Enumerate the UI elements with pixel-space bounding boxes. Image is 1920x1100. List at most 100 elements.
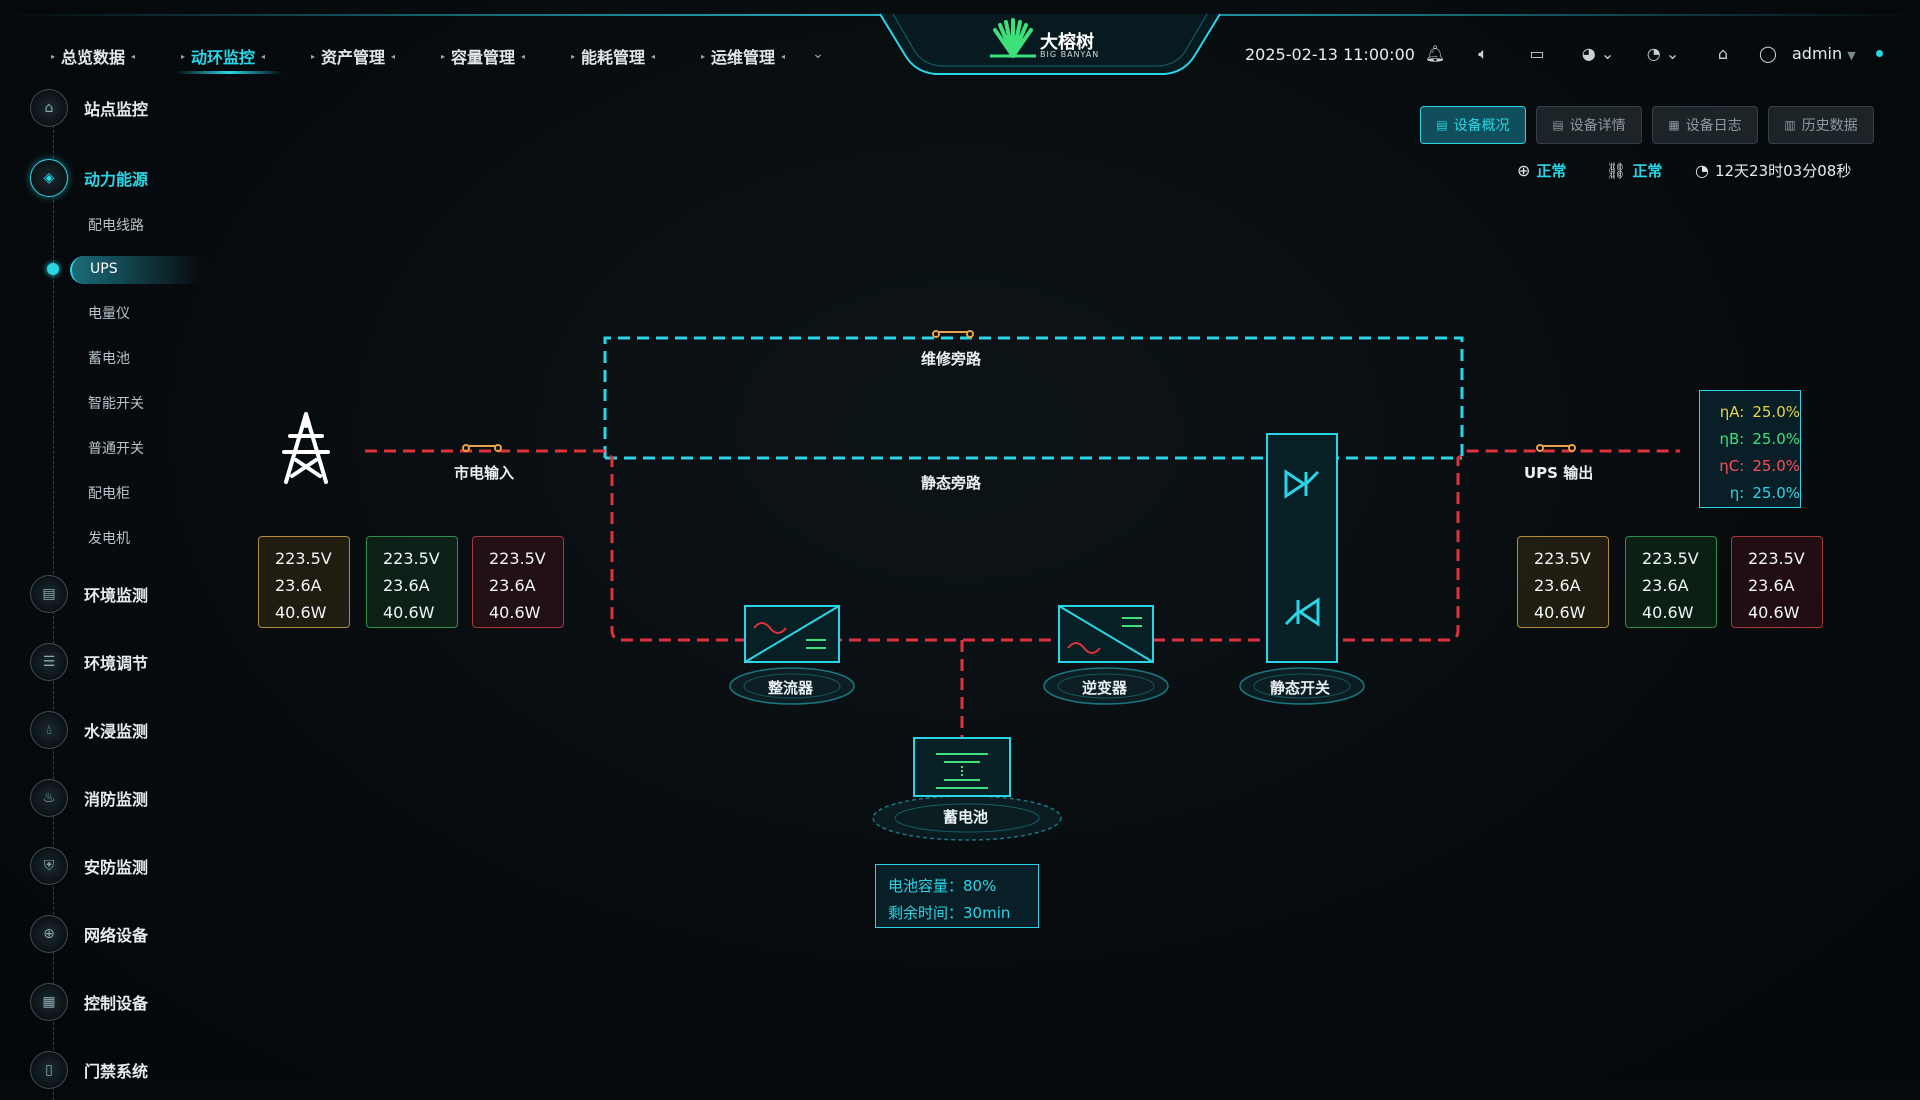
sidebar-item-network[interactable]: ⊕ 网络设备	[30, 914, 200, 954]
rectifier-label: 整流器	[768, 679, 814, 697]
sub-item-distribution[interactable]: 配电线路	[88, 218, 144, 234]
nav-label: 动环监控	[190, 48, 255, 67]
maintenance-bypass-line	[603, 336, 1464, 458]
sidebar-item-label: 站点监控	[84, 100, 149, 119]
efficiency-value: 25.0%	[1752, 403, 1800, 421]
remaining-time-value: 30min	[963, 904, 1011, 922]
sidebar-item-label: 动力能源	[84, 170, 149, 189]
sidebar-item-water[interactable]: 💧︎ 水浸监测	[30, 710, 200, 750]
uptime: ◔12天23时03分08秒	[1695, 160, 1851, 181]
efficiency-key: ηC:	[1719, 457, 1745, 475]
sliders-icon: ☰	[30, 643, 68, 681]
nav-label: 运维管理	[710, 48, 775, 67]
efficiency-value: 25.0%	[1752, 457, 1800, 475]
bell-icon[interactable]: 🔔︎	[1424, 44, 1446, 63]
sub-item-ups[interactable]: UPS	[70, 256, 202, 284]
uptime-value: 12天23时03分08秒	[1714, 162, 1852, 180]
nav-assets[interactable]: ▸资产管理◂	[288, 42, 418, 70]
sidebar-item-label: 网络设备	[84, 926, 149, 945]
network-status-value: 正常	[1536, 162, 1567, 180]
main-nav: ▸总览数据◂ ▸动环监控◂ ▸资产管理◂ ▸容量管理◂ ▸能耗管理◂ ▸运维管理…	[28, 42, 808, 74]
efficiency-value: 25.0%	[1752, 430, 1800, 448]
sub-item-battery[interactable]: 蓄电池	[88, 351, 130, 367]
power: 40.6W	[489, 603, 541, 622]
current: 23.6A	[1642, 576, 1689, 595]
sub-item-cabinet[interactable]: 配电柜	[88, 486, 130, 502]
sidebar-item-site[interactable]: ⌂ 站点监控	[30, 88, 200, 128]
current: 23.6A	[489, 576, 536, 595]
mains-input-label: 市电输入	[454, 464, 515, 482]
sidebar-item-env-control[interactable]: ☰环境调节	[30, 642, 200, 682]
power: 40.6W	[383, 603, 435, 622]
sidebar-item-control[interactable]: ▦ 控制设备	[30, 982, 200, 1022]
sidebar-item-label: 环境监测	[84, 586, 149, 605]
inverter-label: 逆变器	[1082, 679, 1128, 697]
main-power-line	[365, 449, 1680, 642]
battery-capacity-value: 80%	[963, 877, 997, 895]
efficiency-key: ηB:	[1719, 430, 1745, 448]
user-avatar-icon: ◯	[1759, 44, 1777, 63]
battery-label: 蓄电池	[943, 808, 989, 826]
nav-energy[interactable]: ▸能耗管理◂	[548, 42, 678, 70]
globe-icon: ⊕	[1517, 161, 1531, 180]
tab-history[interactable]: ▥历史数据	[1768, 106, 1874, 144]
sidebar-item-label: 水浸监测	[84, 722, 149, 741]
sidebar-item-env-monitor[interactable]: ▤ 环境监测	[30, 574, 200, 614]
current-datetime: 2025-02-13 11:00:00	[1245, 45, 1415, 64]
nav-operations[interactable]: ▸运维管理◂	[678, 42, 808, 70]
sidebar-item-label: 消防监测	[84, 790, 149, 809]
link-status: ⛓正常	[1606, 160, 1662, 181]
static-switch-icon	[1266, 433, 1338, 663]
nav-label: 总览数据	[60, 48, 125, 67]
fire-icon: ♨	[30, 779, 68, 817]
efficiency-total: η: 25.0%	[1708, 480, 1800, 507]
efficiency-key: ηA:	[1719, 403, 1745, 421]
tab-overview[interactable]: ▤设备概况	[1420, 106, 1526, 144]
sub-item-normal-switch[interactable]: 普通开关	[88, 441, 144, 457]
sidebar-item-label: 控制设备	[84, 994, 149, 1013]
tab-label: 设备日志	[1685, 118, 1742, 134]
logo-subtitle: BIG BANYAN	[1040, 50, 1100, 59]
nav-overview[interactable]: ▸总览数据◂	[28, 42, 158, 70]
monitor-icon: ▤	[30, 575, 68, 613]
sidebar-item-access[interactable]: ▯门禁系统	[30, 1050, 200, 1090]
clock-dropdown-icon[interactable]: ◔ ⌄	[1646, 44, 1680, 63]
speaker-icon[interactable]: 🔈︎	[1478, 44, 1488, 63]
nav-capacity[interactable]: ▸容量管理◂	[418, 42, 548, 70]
nav-label: 能耗管理	[580, 48, 645, 67]
sub-item-smart-switch[interactable]: 智能开关	[88, 396, 144, 412]
username-text: admin	[1792, 44, 1843, 63]
link-status-value: 正常	[1632, 162, 1663, 180]
sub-item-generator[interactable]: 发电机	[88, 531, 130, 547]
globe-icon: ⊕	[30, 915, 68, 953]
nav-env-monitor[interactable]: ▸动环监控◂	[158, 42, 288, 74]
sidebar-item-security[interactable]: ⛨安防监测	[30, 846, 200, 886]
sidebar-item-label: 门禁系统	[84, 1062, 149, 1081]
voltage: 223.5V	[275, 549, 332, 568]
water-drop-icon: 💧︎	[30, 711, 68, 749]
rectifier-base	[729, 667, 855, 705]
tab-details[interactable]: ▤设备详情	[1536, 106, 1642, 144]
efficiency-key: η:	[1729, 484, 1745, 502]
sidebar-item-power[interactable]: ◈动力能源	[30, 158, 200, 198]
chevron-double-down-icon[interactable]: ⌄	[812, 46, 824, 62]
battery-info-panel: 电池容量：80% 剩余时间：30min	[875, 864, 1039, 928]
grid-icon: ▦	[30, 983, 68, 1021]
efficiency-value: 25.0%	[1752, 484, 1800, 502]
document-icon: ▦	[1668, 118, 1680, 132]
home-icon[interactable]: ⌂	[1717, 44, 1729, 63]
sub-item-meter[interactable]: 电量仪	[88, 306, 130, 322]
top-bar: ▸总览数据◂ ▸动环监控◂ ▸资产管理◂ ▸容量管理◂ ▸能耗管理◂ ▸运维管理…	[0, 0, 1920, 100]
sidebar-item-fire[interactable]: ♨ 消防监测	[30, 778, 200, 818]
site-icon: ⌂	[30, 89, 68, 127]
tab-logs[interactable]: ▦ 设备日志	[1652, 106, 1758, 144]
tab-label: 设备详情	[1569, 118, 1626, 134]
username[interactable]: admin ▼	[1792, 44, 1856, 63]
tab-label: 历史数据	[1801, 118, 1858, 134]
palette-dropdown-icon[interactable]: ◕ ⌄	[1581, 44, 1615, 63]
screen-icon[interactable]: ▭	[1529, 44, 1545, 63]
logo-text: 大榕树	[1040, 32, 1094, 53]
battery-icon	[913, 737, 1011, 797]
efficiency-c: ηC: 25.0%	[1708, 453, 1800, 480]
